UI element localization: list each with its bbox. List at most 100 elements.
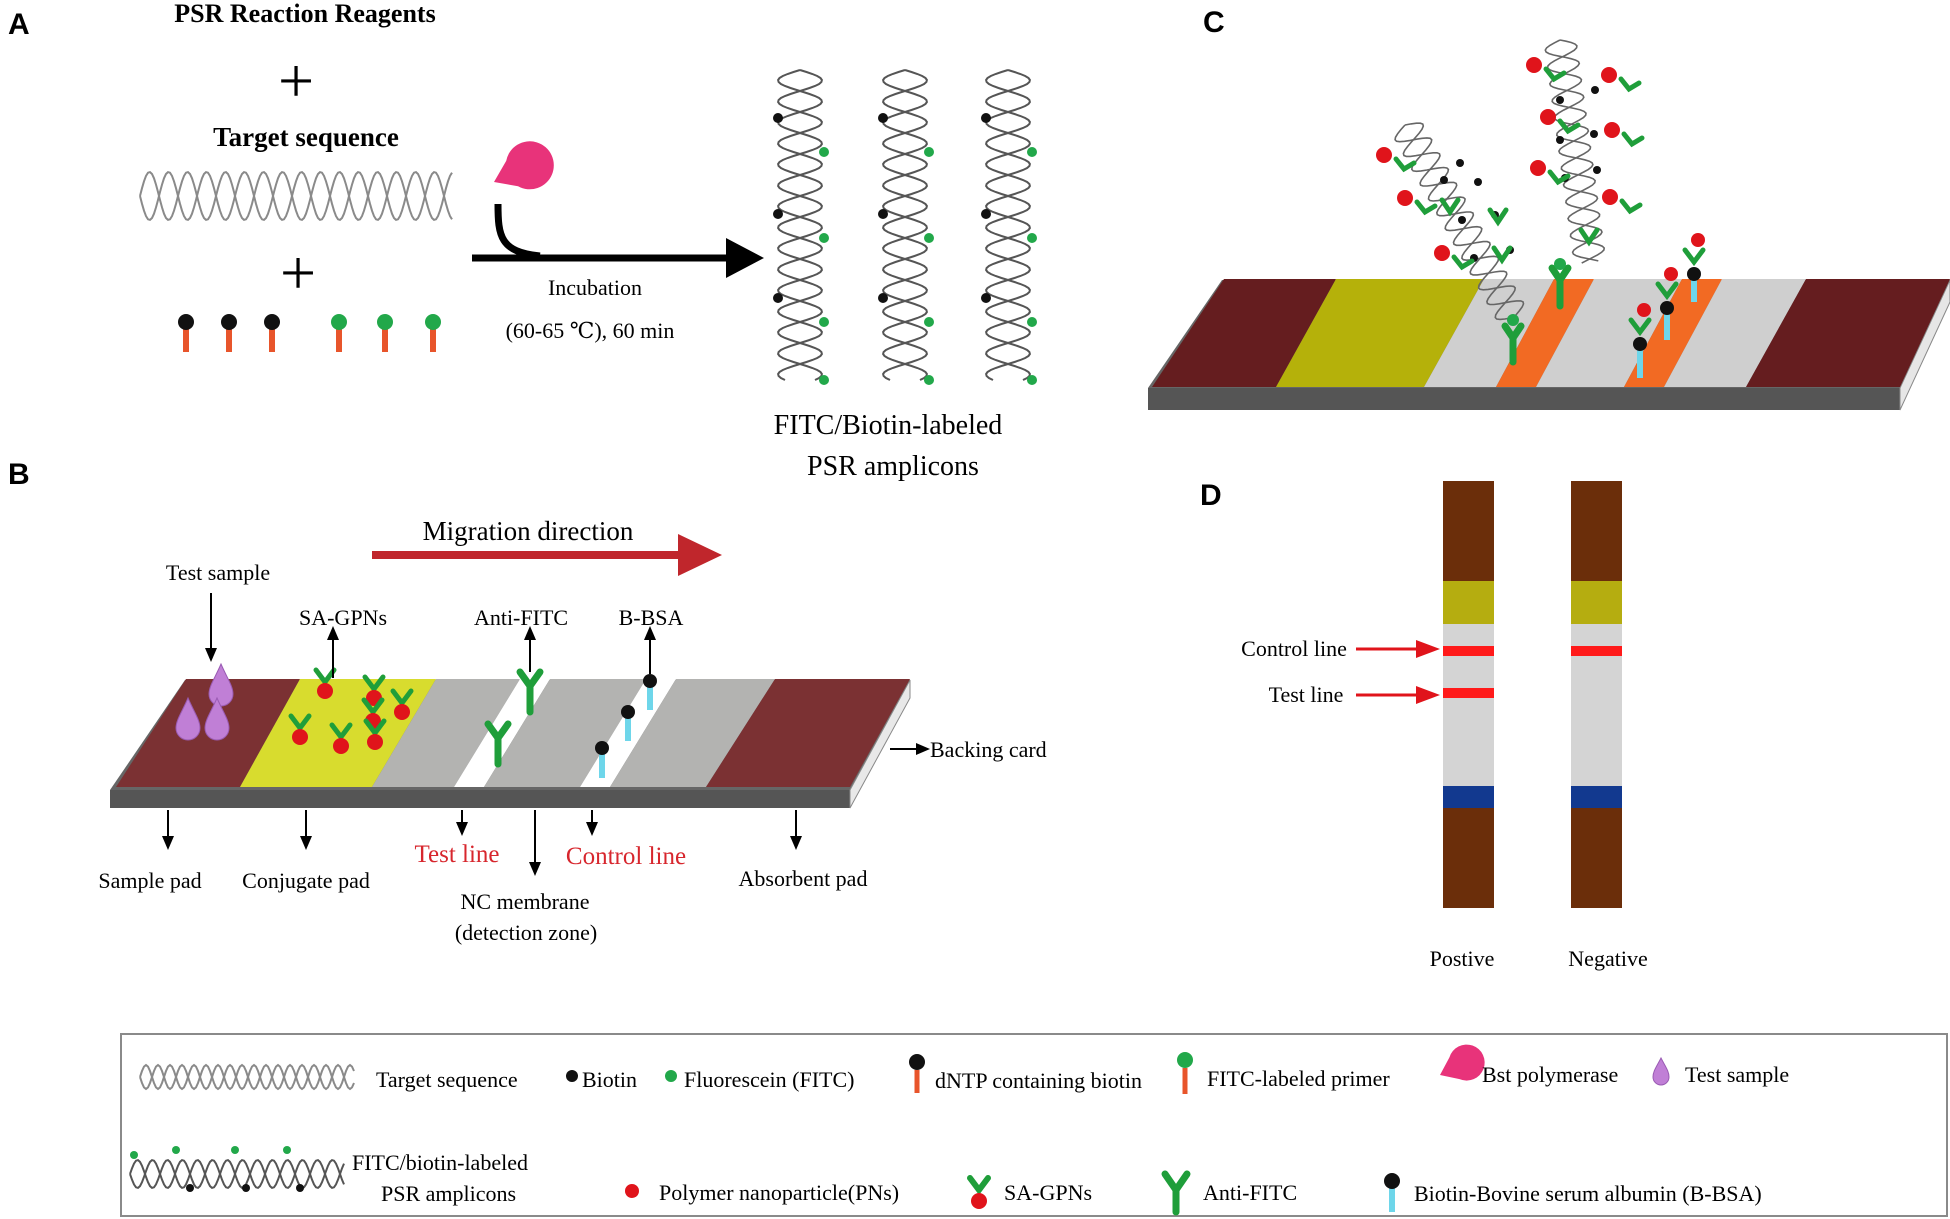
sa-gpn-c — [1540, 109, 1581, 135]
conjugate-pad-label: Conjugate pad — [242, 868, 370, 893]
target-sequence-label: Target sequence — [213, 122, 399, 152]
sa-gpn — [329, 722, 353, 754]
biotin-dot-c — [1456, 159, 1464, 167]
panel-label-b: B — [8, 458, 30, 491]
incubation-arrow — [472, 238, 764, 278]
b-bsa-molecules — [595, 674, 657, 778]
legend-bbsa-label: Biotin-Bovine serum albumin (B-BSA) — [1414, 1181, 1762, 1206]
negative-strip — [1571, 481, 1622, 908]
anti-fitc-antibodies — [484, 668, 544, 768]
sa-gpn — [288, 713, 312, 745]
legend-target-label: Target sequence — [376, 1067, 518, 1092]
panel-b: Migration direction — [98, 516, 1046, 945]
biotin-dot-c — [1474, 178, 1482, 186]
panel-d: Control line Test line Postive Negative — [1241, 481, 1648, 971]
fitc-labeled-primer — [377, 314, 393, 352]
legend-amplicon-label-1: FITC/biotin-labeled — [352, 1150, 528, 1175]
fitc-labeled-primer — [425, 314, 441, 352]
biotin-dot-c — [1590, 130, 1598, 138]
captured-amplicons — [1376, 39, 1645, 321]
panel-label-a: A — [8, 8, 30, 41]
streptavidin-c — [1578, 227, 1600, 247]
fitc-labeled-primer — [331, 314, 347, 352]
legend-amplicon-icon — [129, 1146, 345, 1192]
amplicon-c — [1394, 122, 1525, 321]
sa-gpn-c — [1602, 189, 1643, 215]
panel-c — [1148, 39, 1950, 411]
legend-bst-label: Bst polymerase — [1482, 1062, 1618, 1087]
negative-control-line — [1571, 646, 1622, 656]
sample-pad-label: Sample pad — [98, 868, 201, 893]
positive-control-line — [1443, 646, 1494, 656]
amplicons-label-line1: FITC/Biotin-labeled — [774, 410, 1003, 441]
test-sample-label: Test sample — [166, 560, 270, 585]
plus-sign-1: + — [278, 45, 314, 116]
panel-a: PSR Reaction Reagents + Target sequence … — [139, 0, 1037, 482]
anti-fitc-label: Anti-FITC — [474, 605, 568, 630]
amplicon — [878, 69, 934, 385]
amplicons-label-line2: PSR amplicons — [807, 451, 979, 482]
positive-label: Postive — [1430, 946, 1495, 971]
incubation-label: Incubation — [548, 275, 642, 300]
biotin-dot-c — [1556, 96, 1564, 104]
sa-gpn-c — [1526, 57, 1567, 83]
legend-polymerase-icon — [1440, 1044, 1485, 1081]
migration-direction-label: Migration direction — [423, 516, 634, 546]
legend-antibody-icon — [1161, 1170, 1191, 1216]
legend-primer-icon — [1177, 1052, 1193, 1094]
test-line-antibodies-c — [1501, 258, 1572, 366]
dntp-biotin-primer — [264, 314, 280, 352]
labeled-amplicons — [773, 69, 1037, 385]
legend-bbsa-icon — [1384, 1173, 1400, 1212]
dntp-biotin-primer — [221, 314, 237, 352]
backing-card-label: Backing card — [930, 737, 1047, 762]
legend-sample-label: Test sample — [1685, 1062, 1789, 1087]
legend-target-helix — [139, 1063, 355, 1091]
legend-drop-icon — [1652, 1056, 1670, 1086]
sa-gpns-label: SA-GPNs — [299, 605, 387, 630]
legend-antifitc-label: Anti-FITC — [1203, 1180, 1297, 1205]
b-bsa-c — [1682, 233, 1706, 302]
b-bsa-c — [1628, 303, 1652, 378]
plus-sign-2: + — [280, 237, 316, 308]
lateral-flow-strip — [110, 679, 911, 809]
biotin-dot-c — [1440, 176, 1448, 184]
sa-gpn — [313, 667, 337, 699]
b-bsa-label: B-BSA — [619, 605, 684, 630]
legend-fitc-label: Fluorescein (FITC) — [684, 1067, 854, 1092]
positive-test-line — [1443, 688, 1494, 698]
dntp-biotin-primer — [178, 314, 194, 352]
sa-gpn-c — [1601, 67, 1642, 93]
panel-label-d: D — [1200, 479, 1222, 512]
negative-label: Negative — [1568, 946, 1647, 971]
biotin-dot-c — [1593, 166, 1601, 174]
positive-strip — [1443, 481, 1494, 908]
legend-fitc-dot — [665, 1070, 677, 1082]
biotin-dot-c — [1458, 216, 1466, 224]
legend-pns-label: Polymer nanoparticle(PNs) — [659, 1180, 899, 1205]
legend-sagpns-label: SA-GPNs — [1004, 1180, 1092, 1205]
legend-primer-label: FITC-labeled primer — [1207, 1066, 1390, 1091]
amplicon — [981, 69, 1037, 385]
streptavidin-c — [1491, 245, 1513, 265]
legend-nanoparticle-dot — [625, 1184, 639, 1198]
incubation-conditions: (60-65 ℃), 60 min — [506, 318, 675, 343]
sa-gpn-c — [1397, 190, 1438, 216]
sa-gpn-c — [1530, 160, 1571, 186]
streptavidin-c — [1439, 197, 1461, 217]
b-bsa-c — [1655, 267, 1679, 340]
primer-row — [178, 314, 441, 352]
legend-amplicon-label-2: PSR amplicons — [381, 1181, 516, 1206]
strip-3d — [1148, 279, 1950, 411]
absorbent-pad-region — [706, 679, 910, 787]
sa-gpn-c — [1376, 147, 1417, 173]
legend-dntp-label: dNTP containing biotin — [935, 1068, 1142, 1093]
panel-label-c: C — [1203, 6, 1225, 39]
sa-gpn — [363, 718, 387, 750]
migration-arrow — [372, 534, 722, 576]
target-helix — [139, 170, 453, 222]
legend-sagpns-icon — [967, 1175, 991, 1209]
amplicon — [773, 69, 829, 385]
legend-biotin-dot — [566, 1070, 578, 1082]
